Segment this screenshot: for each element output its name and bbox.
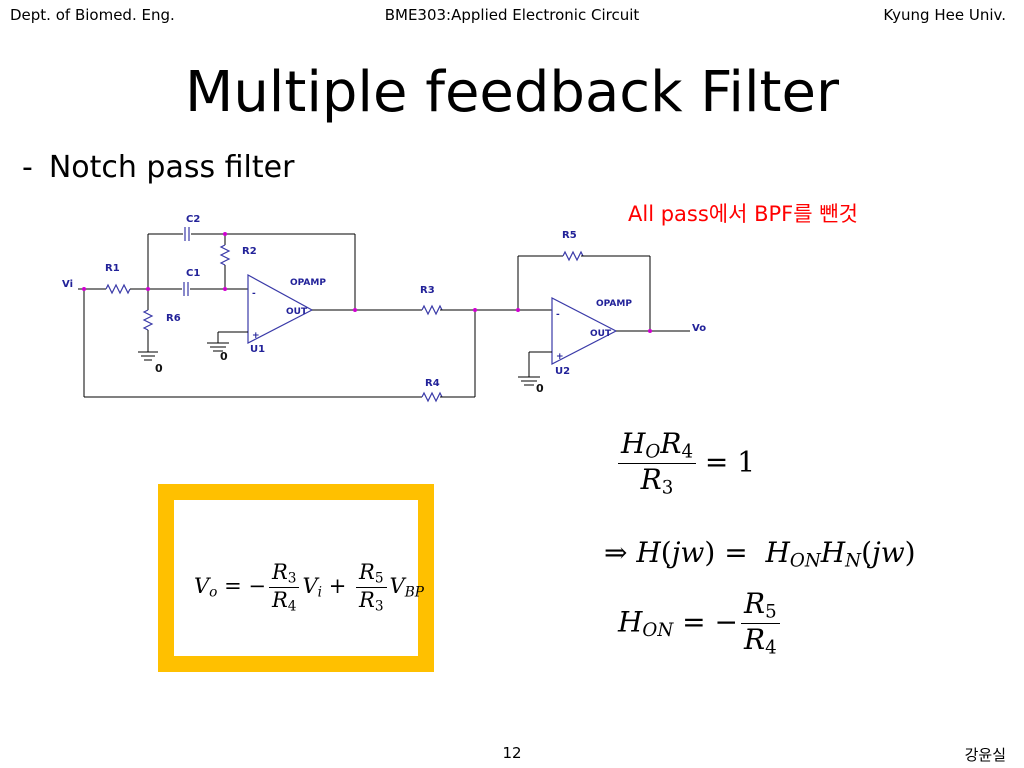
ground-label-2: 0: [220, 350, 228, 363]
opamp-u2: [551, 297, 618, 365]
label-opamp-u2: OPAMP: [596, 299, 632, 309]
slide-title: Multiple feedback Filter: [185, 60, 839, 125]
footer-author: 강윤실: [964, 746, 1006, 764]
header-department: Dept. of Biomed. Eng.: [10, 6, 175, 24]
node-out-u1: [353, 308, 357, 312]
resistor-r5: [562, 250, 584, 262]
circuit-schematic: Vi Vo C2 C1 R1 R2 R3 R4 R5 R6 OPAMP OPAM…: [62, 214, 706, 403]
label-vi: Vi: [62, 279, 73, 290]
label-r6: R6: [166, 313, 181, 324]
header-course: BME303:Applied Electronic Circuit: [384, 6, 640, 24]
equation-h-jw: ⇒ H(jw) = HONHN(jw): [604, 536, 916, 572]
node-r2-top: [223, 232, 227, 236]
label-r1: R1: [105, 263, 120, 274]
label-opamp-u1: OPAMP: [290, 278, 326, 288]
node-inverting-u1: [223, 287, 227, 291]
ground-label-1: 0: [155, 362, 163, 375]
resistor-r2: [219, 244, 231, 266]
node-a: [146, 287, 150, 291]
bullet-dash: -: [22, 150, 33, 185]
bullet-text: Notch pass filter: [48, 150, 295, 185]
bullet-item: -Notch pass filter: [22, 150, 294, 185]
label-plus-u1: +: [252, 331, 260, 341]
capacitor-c1: [183, 282, 189, 296]
resistor-r3: [421, 304, 443, 316]
red-annotation: All pass에서 BPF를 뺀것: [628, 202, 858, 226]
opamp-u1: [247, 273, 314, 344]
label-r5: R5: [562, 230, 577, 241]
ground-symbol-r6: [138, 351, 158, 361]
label-u2: U2: [555, 366, 570, 377]
ground-symbol-u1: [207, 342, 229, 352]
ground-symbol-u2: [518, 376, 540, 386]
capacitor-c2: [184, 227, 190, 241]
resistor-r6: [142, 309, 154, 331]
label-vo: Vo: [692, 323, 706, 334]
label-minus-u1: -: [252, 289, 256, 299]
label-c2: C2: [186, 214, 200, 225]
header-university: Kyung Hee Univ.: [883, 6, 1006, 24]
label-r3: R3: [420, 285, 435, 296]
ground-label-3: 0: [536, 382, 544, 395]
label-r2: R2: [242, 246, 257, 257]
resistor-r4: [421, 391, 443, 403]
label-r4: R4: [425, 378, 440, 389]
resistor-r1: [105, 283, 131, 295]
label-minus-u2: -: [556, 310, 560, 320]
label-plus-u2: +: [556, 352, 564, 362]
label-c1: C1: [186, 268, 200, 279]
page-number: 12: [502, 744, 522, 762]
node-inverting-u2: [516, 308, 520, 312]
label-out-u2: OUT: [590, 329, 612, 339]
node-out-u2: [648, 329, 652, 333]
label-out-u1: OUT: [286, 307, 308, 317]
label-u1: U1: [250, 344, 265, 355]
node-vi: [82, 287, 86, 291]
node-r4-join: [473, 308, 477, 312]
